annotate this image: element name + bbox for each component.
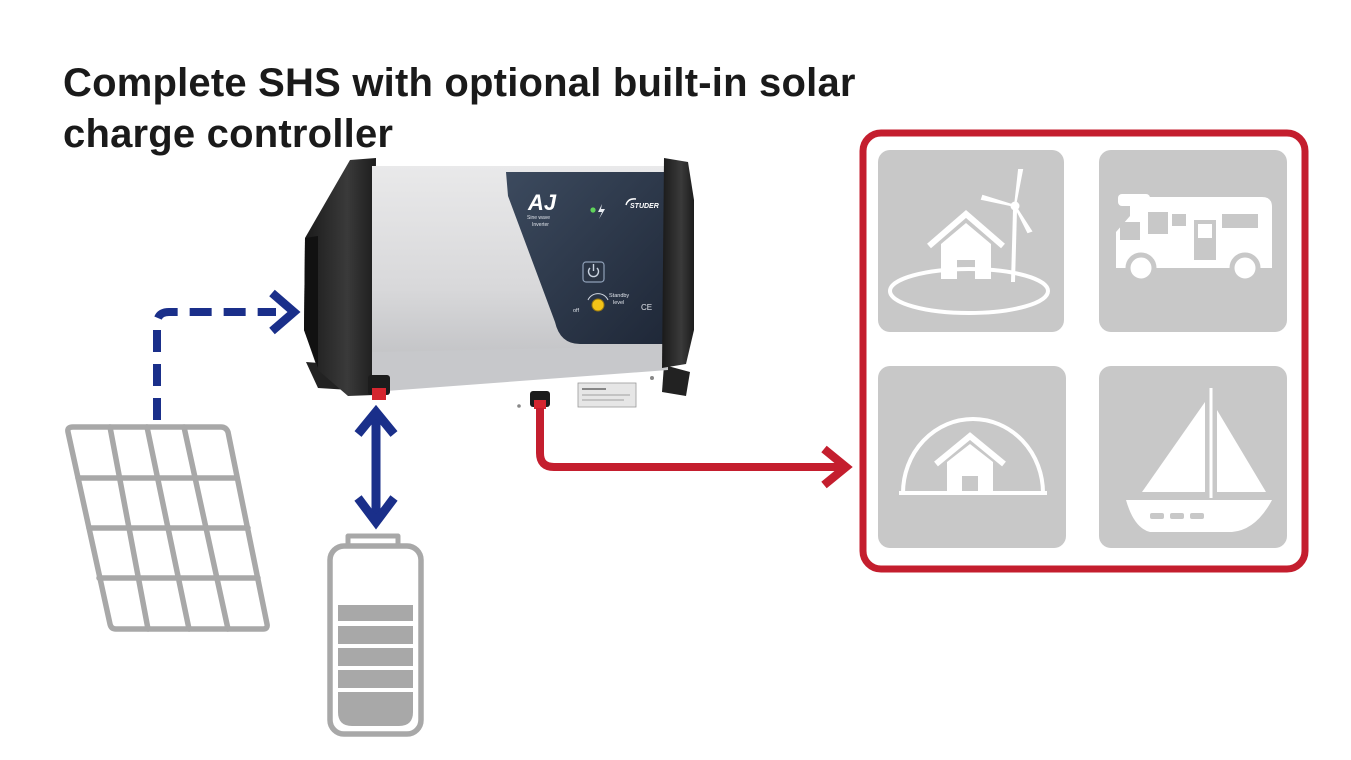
page-title: Complete SHS with optional built-in sola… [63,58,856,160]
ac-cable-gland [530,391,550,409]
inverter-subtitle-1: Sine wave [527,215,550,221]
battery-cell-2 [338,626,413,644]
status-led [590,207,596,213]
pv-arrow-head [269,289,301,335]
inverter-left-cap [304,158,376,396]
house-wind-turbine-icon [888,169,1050,315]
power-icon [587,264,600,278]
camper-van-icon [1116,194,1272,284]
dc-cable-gland [368,375,390,400]
battery-cell-4 [338,670,413,688]
switch-standby-label-2: level [613,300,624,306]
application-tile-off-grid-house [878,150,1064,332]
inverter-subtitle-2: Inverter [532,222,549,228]
inverter-front-panel [506,172,664,344]
application-tile-dome-house [878,366,1066,548]
battery-link-arrow [354,404,398,530]
dome-house-icon [899,417,1047,495]
standby-switch[interactable] [591,298,605,312]
inverter-foot-right [662,365,690,396]
battery-cell-3 [338,648,413,666]
application-tile-camper [1099,150,1287,332]
battery-cell-5 [338,692,413,726]
battery-icon [327,533,424,737]
inverter-right-cap [662,158,694,368]
brand-logo: STUDER [630,203,659,210]
title-line-2: charge controller [63,112,394,156]
switch-standby-label-1: Standby [609,293,629,299]
title-line-1: Complete SHS with optional built-in sola… [63,61,856,105]
inverter-model-label: AJ [527,190,557,215]
power-button[interactable] [582,261,605,283]
application-tile-sailboat [1099,366,1287,548]
pv-input-line [153,289,301,420]
lightning-icon [598,204,605,219]
sailboat-icon [1126,388,1272,532]
battery-cell-1 [338,605,413,621]
switch-off-label: off [573,308,579,314]
ce-mark: CE [641,303,652,312]
inverter-device: AJ Sine wave Inverter STUDER off Standby… [304,158,694,409]
ac-output-line [536,408,853,489]
solar-panel-icon [65,424,270,632]
